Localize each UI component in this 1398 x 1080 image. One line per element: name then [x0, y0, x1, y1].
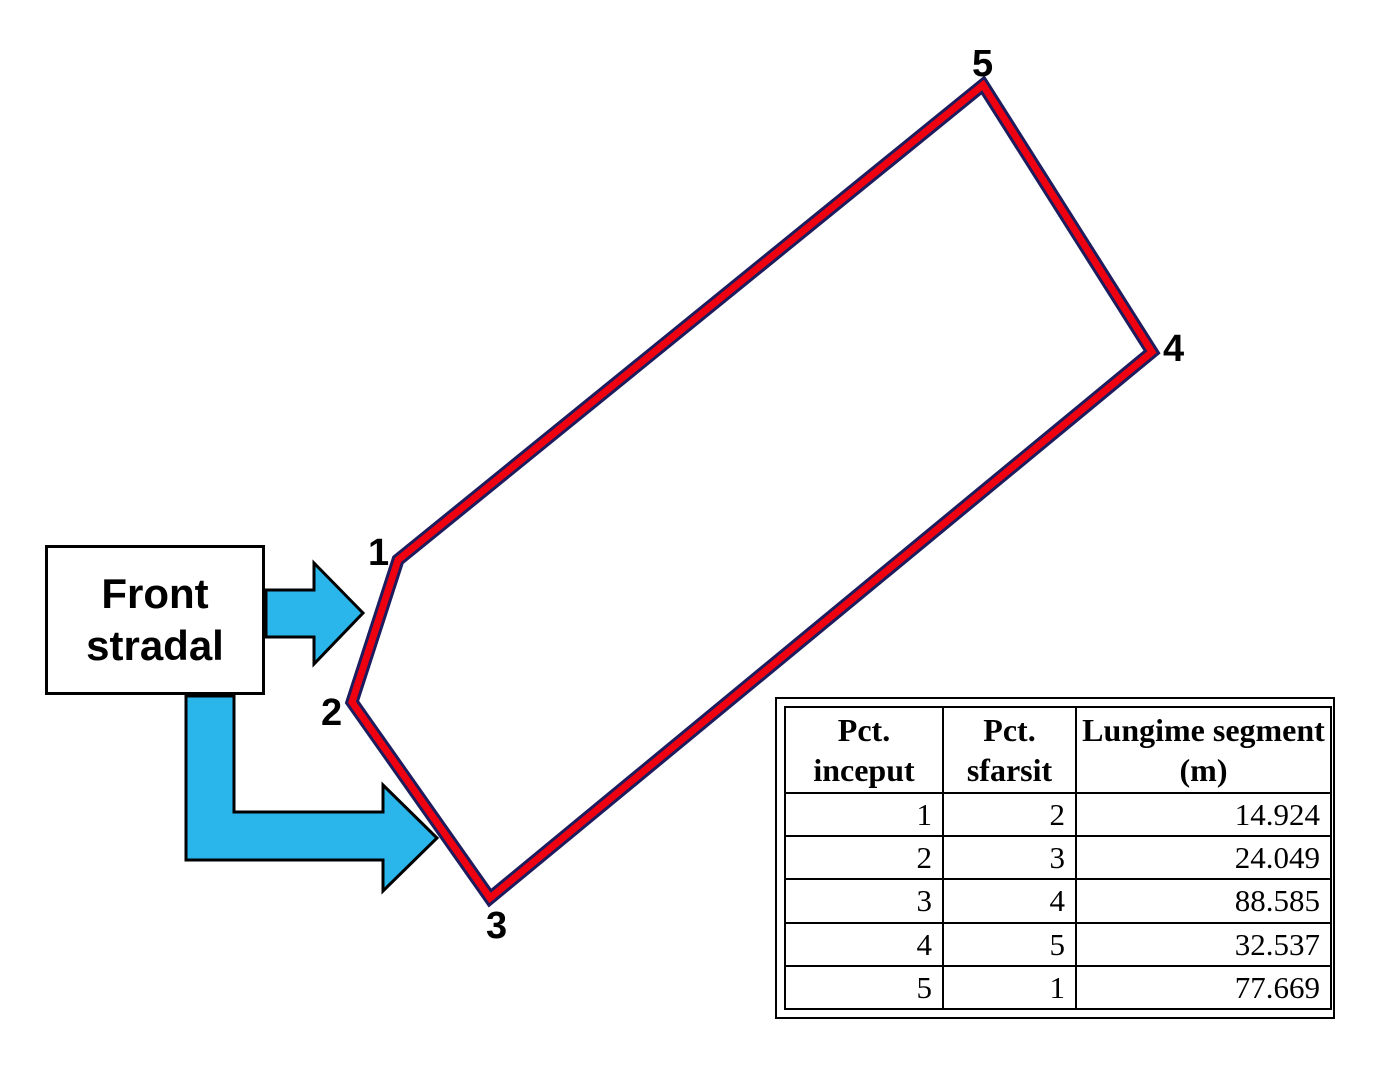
cell-end: 4 — [942, 878, 1077, 924]
vertex-label-4: 4 — [1163, 328, 1185, 370]
segment-table: Pct. inceput Pct. sfarsit Lungime segmen… — [784, 706, 1332, 1010]
table-row: 4 5 32.537 — [784, 921, 1332, 967]
header-pct-inceput: Pct. inceput — [784, 706, 944, 794]
cell-start: 5 — [784, 964, 944, 1010]
front-stradal-line2: stradal — [86, 622, 224, 669]
table-row: 1 2 14.924 — [784, 791, 1332, 838]
vertex-label-1: 1 — [368, 532, 390, 574]
cell-length: 88.585 — [1075, 878, 1332, 924]
segment-table-header-row: Pct. inceput Pct. sfarsit Lungime segmen… — [784, 706, 1332, 794]
cell-end: 5 — [942, 921, 1077, 967]
cell-length: 77.669 — [1075, 964, 1332, 1010]
cell-length: 32.537 — [1075, 921, 1332, 967]
vertex-label-2: 2 — [321, 692, 343, 734]
header-lungime-segment: Lungime segment (m) — [1075, 706, 1332, 794]
cell-start: 4 — [784, 921, 944, 967]
cell-end: 3 — [942, 835, 1077, 881]
parcel-boundary-line — [348, 79, 1157, 904]
cell-start: 2 — [784, 835, 944, 881]
cell-end: 2 — [942, 791, 1077, 838]
header-pct-sfarsit: Pct. sfarsit — [942, 706, 1077, 794]
front-stradal-line1: Front — [101, 569, 209, 617]
table-row: 3 4 88.585 — [784, 878, 1332, 924]
front-stradal-label-box: Front stradal — [45, 545, 265, 695]
vertex-label-3: 3 — [486, 905, 508, 947]
front-arrow-elbow-icon — [184, 694, 440, 895]
front-arrow-right-icon — [264, 559, 366, 668]
cell-length: 14.924 — [1075, 791, 1332, 838]
table-row: 5 1 77.669 — [784, 964, 1332, 1010]
segment-table-frame: Pct. inceput Pct. sfarsit Lungime segmen… — [775, 697, 1335, 1019]
vertex-label-5: 5 — [972, 43, 994, 85]
cell-start: 1 — [784, 791, 944, 838]
cell-length: 24.049 — [1075, 835, 1332, 881]
cell-start: 3 — [784, 878, 944, 924]
table-row: 2 3 24.049 — [784, 835, 1332, 881]
cell-end: 1 — [942, 964, 1077, 1010]
